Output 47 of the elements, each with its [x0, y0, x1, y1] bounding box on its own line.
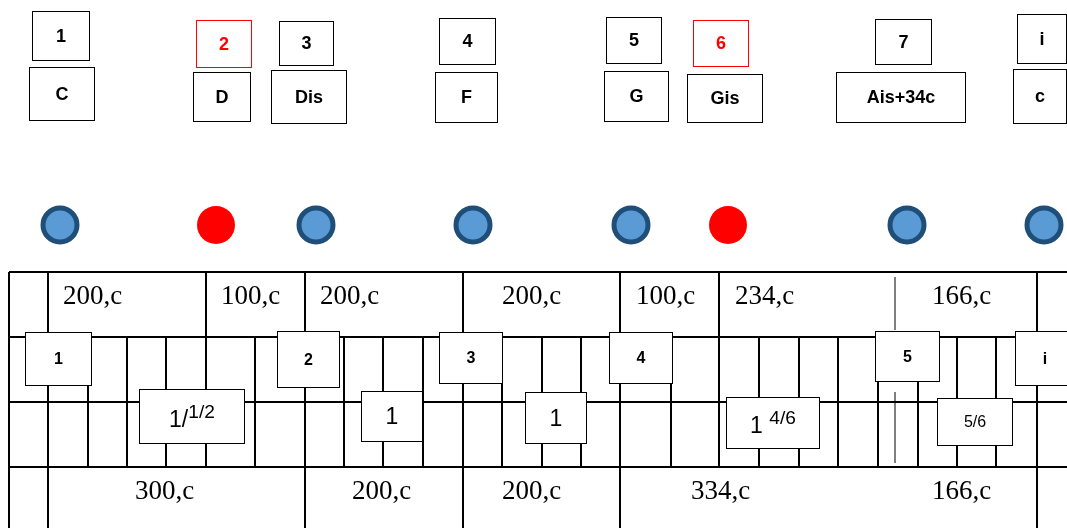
- interval-box: 1: [525, 392, 587, 444]
- step-box: 3: [439, 332, 503, 384]
- table-cell-text: 166,c: [932, 477, 992, 504]
- note-box: Gis: [687, 74, 763, 123]
- interval-box: 1 $^{4/6}$: [726, 397, 820, 449]
- step-box: 4: [609, 332, 673, 384]
- circle-marker: [611, 205, 651, 245]
- note-box: Ais+34c: [836, 72, 966, 123]
- table-cell-text: 200,c: [320, 282, 380, 309]
- note-box: 1: [32, 11, 90, 61]
- step-box: i: [1015, 331, 1067, 386]
- note-box: c: [1013, 69, 1067, 124]
- interval-box: 1: [361, 391, 423, 442]
- circle-marker: [296, 205, 336, 245]
- table-cell-text: 100,c: [636, 282, 696, 309]
- note-box: D: [193, 72, 251, 122]
- interval-box: 1/$^{1/2}$: [139, 389, 245, 444]
- table-cell-text: 100,c: [221, 282, 281, 309]
- table-cell-text: 166,c: [932, 282, 992, 309]
- note-box: 6: [693, 20, 749, 67]
- circle-marker: [709, 206, 747, 244]
- circle-marker: [1024, 205, 1064, 245]
- step-box: 1: [25, 332, 92, 386]
- table-cell-text: 200,c: [502, 477, 562, 504]
- note-box: Dis: [271, 70, 347, 124]
- circle-marker: [887, 205, 927, 245]
- note-box: 4: [439, 18, 496, 65]
- table-cell-text: 334,c: [691, 477, 751, 504]
- circle-marker: [453, 205, 493, 245]
- table-cell-text: 234,c: [735, 282, 795, 309]
- step-box: 2: [277, 331, 340, 388]
- table-cell-text: 300,c: [135, 477, 195, 504]
- note-box: 2: [196, 20, 252, 68]
- note-box: G: [604, 71, 669, 122]
- note-box: F: [435, 72, 498, 123]
- note-box: i: [1017, 14, 1067, 64]
- table-cell-text: 200,c: [352, 477, 412, 504]
- note-box: 7: [875, 19, 932, 65]
- circle-marker: [197, 206, 235, 244]
- interval-box: 5/6: [937, 398, 1013, 446]
- circle-marker: [40, 205, 80, 245]
- note-box: C: [29, 67, 95, 121]
- step-box: 5: [875, 331, 940, 382]
- note-box: 3: [279, 21, 334, 66]
- table-cell-text: 200,c: [63, 282, 123, 309]
- note-box: 5: [606, 17, 662, 64]
- table-cell-text: 200,c: [502, 282, 562, 309]
